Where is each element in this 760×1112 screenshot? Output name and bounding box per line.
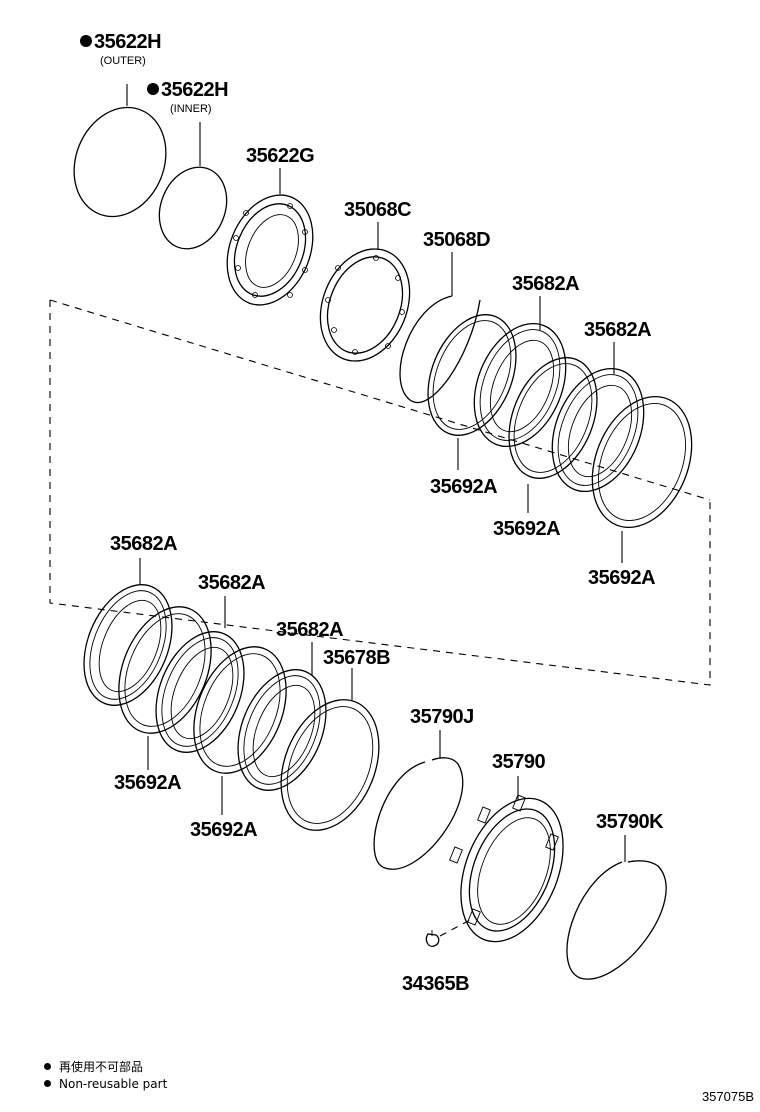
disc-lower-1-shape — [118, 606, 212, 734]
label-plate-lower-2: 35682A — [198, 572, 266, 594]
snap-ring-k-shape — [566, 860, 667, 980]
snap-ring-j-shape — [373, 757, 464, 870]
label-o-ring-inner: 35622H — [147, 80, 229, 100]
note-outer: (OUTER) — [100, 55, 146, 67]
label-snap-ring-j: 35790J — [410, 706, 474, 728]
non-reusable-marker — [147, 83, 159, 95]
pin-guide-line — [439, 919, 471, 937]
label-snap-ring-d: 35068D — [423, 229, 491, 251]
plate-lower-1-shape — [83, 584, 173, 706]
label-disc-upper-3: 35692A — [588, 567, 656, 589]
legend-japanese: 再使用不可部品 — [44, 1061, 143, 1073]
legend-english: Non-reusable part — [44, 1078, 167, 1090]
label-plate-lower-3: 35682A — [276, 619, 344, 641]
legend-dot-icon — [44, 1080, 51, 1087]
label-flange: 35678B — [323, 647, 391, 669]
piston-shape — [226, 194, 314, 306]
snap-ring-d-shape — [399, 295, 481, 403]
label-disc-upper-1: 35692A — [430, 476, 498, 498]
plate-lower-2-shape — [155, 631, 245, 753]
label-disc-upper-2: 35692A — [493, 518, 561, 540]
non-reusable-marker — [80, 35, 92, 47]
label-clutch-drum: 35790 — [492, 751, 546, 773]
disc-upper-1-shape — [427, 314, 517, 436]
disc-upper-2-shape — [508, 357, 598, 479]
label-snap-ring-k: 35790K — [596, 811, 664, 833]
note-inner: (INNER) — [170, 103, 212, 115]
plate-lower-3-shape — [237, 669, 327, 791]
disc-lower-2-shape — [193, 646, 287, 774]
label-o-ring-outer: 35622H — [80, 32, 162, 52]
pin-shape — [425, 930, 440, 947]
disc-upper-3-shape — [591, 395, 693, 529]
label-spring-retainer: 35068C — [344, 199, 412, 221]
label-disc-lower-1: 35692A — [114, 772, 182, 794]
flange-shape — [280, 699, 380, 831]
o-ring-inner-shape — [158, 166, 228, 250]
label-plate-lower-1: 35682A — [110, 533, 178, 555]
o-ring-outer-shape — [73, 106, 167, 218]
assembly-boundary-top — [49, 300, 711, 686]
assembly-boundary-diagonal — [49, 299, 711, 501]
spring-retainer-shape — [319, 248, 411, 362]
clutch-drum-shape — [449, 794, 564, 943]
plate-upper-2-shape — [551, 367, 645, 493]
label-plate-upper-2: 35682A — [584, 319, 652, 341]
label-piston: 35622G — [246, 145, 315, 167]
plate-upper-1-shape — [473, 322, 567, 448]
legend-dot-icon — [44, 1063, 51, 1070]
label-plate-upper-1: 35682A — [512, 273, 580, 295]
label-pin: 34365B — [402, 973, 470, 995]
label-disc-lower-2: 35692A — [190, 819, 258, 841]
illustration-code: 357075B — [701, 1089, 754, 1104]
